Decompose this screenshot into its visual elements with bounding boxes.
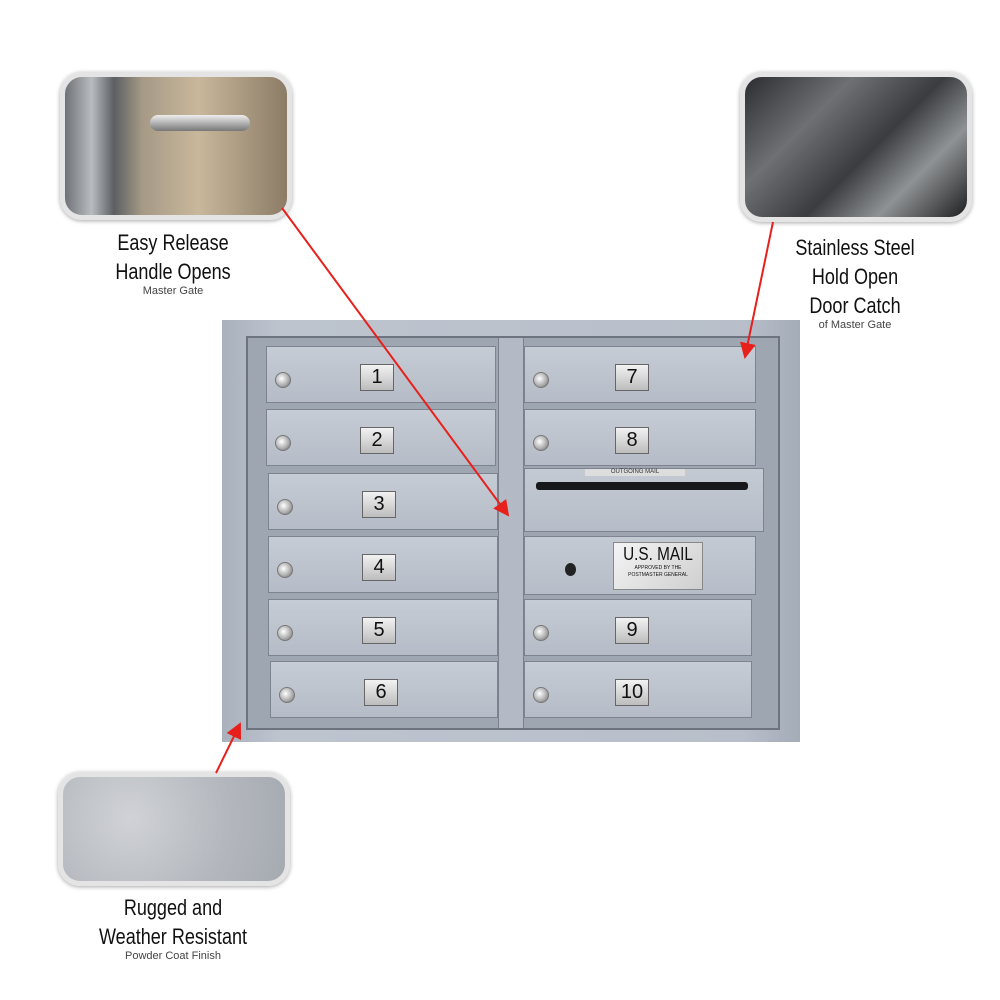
mail-door-2[interactable]: 2 — [266, 409, 496, 466]
lock-icon — [277, 499, 293, 515]
handle-photo — [60, 72, 292, 220]
mail-door-7[interactable]: 7 — [524, 346, 756, 403]
mail-door-5[interactable]: 5 — [268, 599, 498, 656]
lock-icon — [275, 435, 291, 451]
door-number: 8 — [615, 427, 649, 454]
caption-subtitle: Master Gate — [142, 285, 204, 297]
caption-subtitle: of Master Gate — [818, 319, 892, 331]
lock-icon — [275, 372, 291, 388]
lock-icon — [533, 435, 549, 451]
mail-door-4[interactable]: 4 — [268, 536, 498, 593]
plate-subtitle: APPROVED BY THE — [634, 565, 682, 571]
mailbox-unit: 1 2 3 4 5 6 7 8 OUTGOING MAIL U.S. MAIL … — [222, 320, 800, 742]
plate-subtitle: POSTMASTER GENERAL — [628, 572, 688, 578]
mail-slot-opening — [536, 482, 748, 490]
door-number: 3 — [362, 491, 396, 518]
lock-icon — [533, 372, 549, 388]
lock-icon — [279, 687, 295, 703]
door-catch-photo — [740, 72, 972, 222]
mail-door-9[interactable]: 9 — [524, 599, 752, 656]
outgoing-mail-label: OUTGOING MAIL — [585, 469, 685, 476]
callout-finish-caption: Rugged and Weather Resistant Powder Coat… — [73, 893, 273, 962]
door-number: 9 — [615, 617, 649, 644]
lock-icon — [533, 625, 549, 641]
lock-icon — [277, 625, 293, 641]
us-mail-plate: U.S. MAIL APPROVED BY THE POSTMASTER GEN… — [613, 542, 703, 590]
door-number: 1 — [360, 364, 394, 391]
mail-door-6[interactable]: 6 — [270, 661, 498, 718]
lock-icon — [533, 687, 549, 703]
handle-pin-icon — [150, 115, 250, 131]
caption-title-line: Stainless Steel — [795, 235, 915, 260]
mail-door-3[interactable]: 3 — [268, 473, 498, 530]
door-number: 6 — [364, 679, 398, 706]
center-divider — [498, 338, 524, 728]
plate-title: U.S. MAIL — [623, 544, 693, 564]
caption-subtitle: Powder Coat Finish — [125, 950, 221, 962]
mailbox-door-frame: 1 2 3 4 5 6 7 8 OUTGOING MAIL U.S. MAIL … — [246, 336, 780, 730]
callout-handle-caption: Easy Release Handle Opens Master Gate — [73, 228, 273, 297]
caption-title-line: Easy Release — [117, 230, 229, 255]
mail-door-10[interactable]: 10 — [524, 661, 752, 718]
powder-coat-photo — [58, 772, 290, 886]
master-gate-panel[interactable]: U.S. MAIL APPROVED BY THE POSTMASTER GEN… — [524, 536, 756, 595]
door-number: 5 — [362, 617, 396, 644]
caption-title-line: Hold Open — [811, 264, 899, 289]
outgoing-mail-slot[interactable]: OUTGOING MAIL — [524, 468, 764, 532]
caption-title-line: Handle Opens — [115, 259, 231, 284]
keyhole-icon — [565, 563, 576, 576]
caption-title-line: Weather Resistant — [98, 924, 248, 949]
caption-title-line: Door Catch — [809, 293, 901, 318]
door-number: 2 — [360, 427, 394, 454]
mail-door-1[interactable]: 1 — [266, 346, 496, 403]
door-number: 10 — [615, 679, 649, 706]
lock-icon — [277, 562, 293, 578]
callout-door-catch-caption: Stainless Steel Hold Open Door Catch of … — [755, 233, 955, 331]
door-number: 7 — [615, 364, 649, 391]
caption-title-line: Rugged and — [123, 895, 223, 920]
door-number: 4 — [362, 554, 396, 581]
mail-door-8[interactable]: 8 — [524, 409, 756, 466]
